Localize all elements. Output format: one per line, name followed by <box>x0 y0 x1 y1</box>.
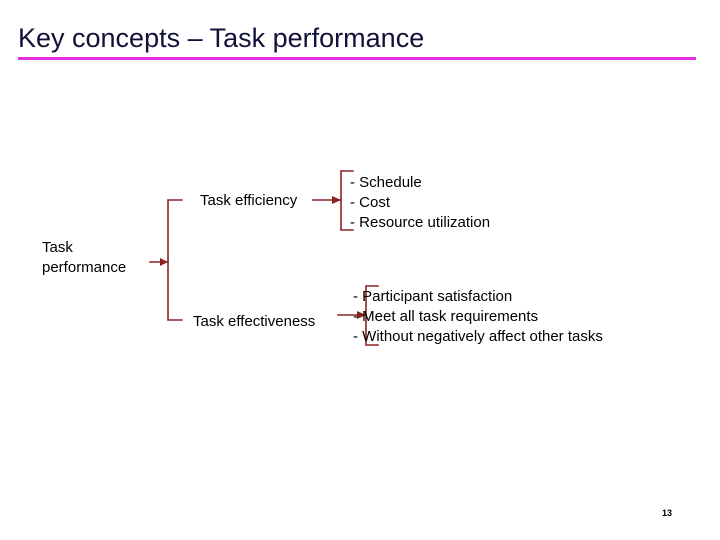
page-number: 13 <box>662 508 673 518</box>
title-underline-rule <box>18 57 696 60</box>
diagram-branch-label-efficiency: Task efficiency <box>200 192 298 209</box>
diagram-leaf-list-efficiency: - Schedule - Cost - Resource utilization <box>350 173 490 233</box>
diagram-root-label: Task performance <box>42 239 127 276</box>
list-item: - Participant satisfaction <box>353 288 513 305</box>
page-title: Key concepts – Task performance <box>18 23 425 53</box>
list-item: - Resource utilization <box>350 214 491 231</box>
list-item: - Schedule <box>350 174 422 191</box>
list-item: - Without negatively affect other tasks <box>353 328 603 345</box>
root-bracket-connector <box>149 199 183 321</box>
effectiveness-bracket-connector <box>337 285 379 346</box>
diagram-branch-label-effectiveness: Task effectiveness <box>193 313 316 330</box>
efficiency-bracket-connector <box>312 170 354 231</box>
diagram-leaf-list-effectiveness: - Participant satisfaction - Meet all ta… <box>353 287 603 347</box>
list-item: - Meet all task requirements <box>353 308 539 325</box>
list-item: - Cost <box>350 194 391 211</box>
